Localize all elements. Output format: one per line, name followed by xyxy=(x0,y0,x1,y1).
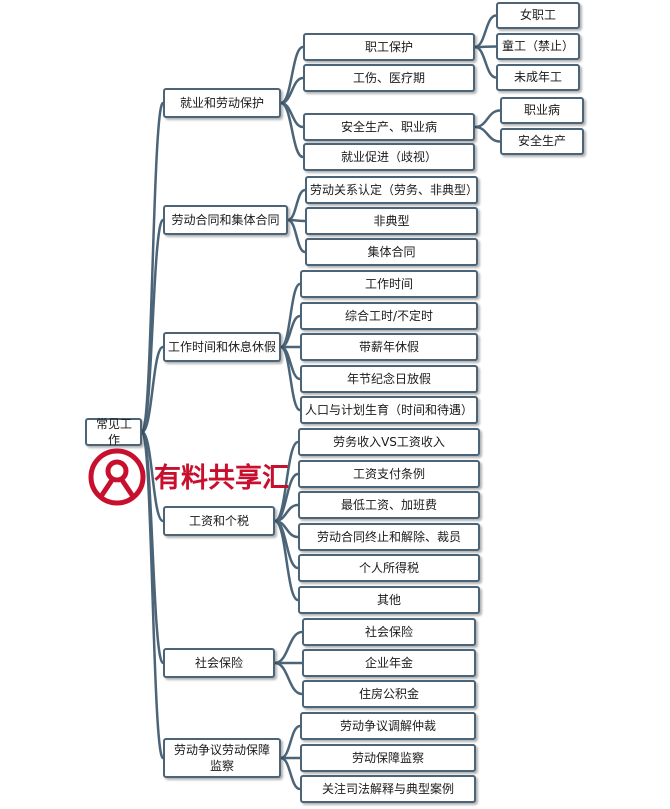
connector-category-wages-tax-to-item-other xyxy=(274,519,299,602)
item-contract-termination: 劳动合同终止和解除、裁员 xyxy=(298,523,480,551)
connector-category-working-hours-to-item-working-time xyxy=(280,282,301,349)
leaf-production-safety: 安全生产 xyxy=(500,128,584,155)
connector-category-employment-protection-to-item-employment-promotion xyxy=(280,101,304,159)
item-working-time: 工作时间 xyxy=(300,270,478,298)
root-node: 常见工作 xyxy=(85,417,142,447)
item-wage-payment-rules: 工资支付条例 xyxy=(298,460,480,488)
category-wages-tax: 工资和个税 xyxy=(163,506,275,536)
category-employment-protection: 就业和劳动保护 xyxy=(163,88,281,118)
item-personal-income-tax: 个人所得税 xyxy=(298,554,480,582)
item-service-vs-wage-income: 劳务收入VS工资收入 xyxy=(298,428,480,456)
item-dispute-mediation: 劳动争议调解仲裁 xyxy=(300,712,476,740)
item-safety-occupational-disease: 安全生产、职业病 xyxy=(303,113,475,141)
connector-category-social-insurance-to-item-social-insurance xyxy=(274,630,303,665)
connector-category-labor-dispute-to-item-dispute-mediation xyxy=(280,724,301,760)
connector-root-node-to-category-working-hours xyxy=(140,345,165,434)
connector-item-worker-protection-to-leaf-minor-workers xyxy=(474,45,497,79)
item-other: 其他 xyxy=(298,586,480,614)
item-housing-fund: 住房公积金 xyxy=(302,680,476,708)
connector-category-working-hours-to-item-family-planning xyxy=(280,345,301,412)
connector-root-node-to-category-labor-contract xyxy=(140,218,165,434)
connector-category-social-insurance-to-item-housing-fund xyxy=(274,661,303,696)
connector-item-safety-occupational-disease-to-leaf-occupational-disease xyxy=(474,109,501,129)
connector-category-labor-contract-to-item-collective-contract xyxy=(287,218,306,254)
item-family-planning: 人口与计划生育（时间和待遇） xyxy=(300,396,478,424)
category-social-insurance: 社会保险 xyxy=(163,648,275,678)
connector-category-labor-dispute-to-item-judicial-interpretation xyxy=(280,756,301,791)
item-employment-promotion: 就业促进（歧视） xyxy=(303,143,475,171)
leaf-female-workers: 女职工 xyxy=(496,2,580,29)
item-social-insurance: 社会保险 xyxy=(302,618,476,646)
leaf-child-labor: 童工（禁止） xyxy=(496,33,580,60)
item-paid-annual-leave: 带薪年休假 xyxy=(300,333,478,361)
item-holidays: 年节纪念日放假 xyxy=(300,365,478,393)
watermark-logo-icon xyxy=(88,448,146,506)
item-collective-contract: 集体合同 xyxy=(305,238,478,266)
connector-item-safety-occupational-disease-to-leaf-production-safety xyxy=(474,125,501,143)
connector-item-worker-protection-to-leaf-female-workers xyxy=(474,14,497,49)
category-working-hours: 工作时间和休息休假 xyxy=(163,332,281,362)
connector-category-labor-contract-to-item-labor-relation xyxy=(287,188,306,222)
item-comprehensive-hours: 综合工时/不定时 xyxy=(300,302,478,330)
watermark-text: 有料共享汇 xyxy=(154,463,289,494)
item-work-injury: 工伤、医疗期 xyxy=(303,64,475,92)
item-atypical: 非典型 xyxy=(305,207,478,235)
category-labor-contract: 劳动合同和集体合同 xyxy=(163,205,288,235)
item-labor-relation: 劳动关系认定（劳务、非典型） xyxy=(305,176,478,204)
item-judicial-interpretation: 关注司法解释与典型案例 xyxy=(300,775,476,803)
category-labor-dispute: 劳动争议劳动保障监察 xyxy=(163,738,281,778)
item-enterprise-annuity: 企业年金 xyxy=(302,649,476,677)
leaf-minor-workers: 未成年工 xyxy=(496,64,580,91)
connector-category-employment-protection-to-item-worker-protection xyxy=(280,45,304,105)
item-worker-protection: 职工保护 xyxy=(303,33,475,61)
connector-root-node-to-category-labor-dispute xyxy=(140,430,165,760)
leaf-occupational-disease: 职业病 xyxy=(500,97,584,124)
item-minimum-wage-overtime: 最低工资、加班费 xyxy=(298,491,480,519)
watermark: 有料共享汇 xyxy=(86,448,326,506)
connector-root-node-to-category-wages-tax xyxy=(140,430,165,523)
item-labor-inspection: 劳动保障监察 xyxy=(300,744,476,772)
